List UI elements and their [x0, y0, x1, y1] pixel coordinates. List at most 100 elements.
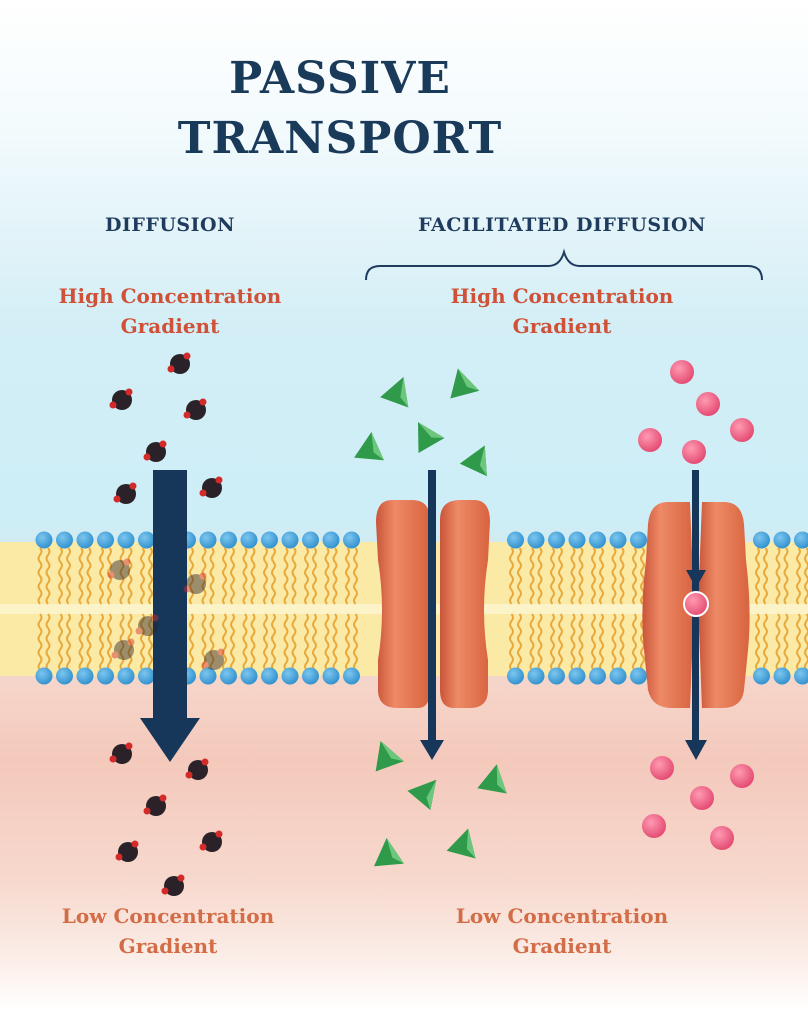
lipid-tail	[345, 547, 350, 605]
diffusion-low-line-2: Gradient	[118, 934, 218, 958]
lipid-head	[35, 667, 53, 685]
lipid-head	[240, 667, 258, 685]
lipid-tail	[775, 613, 781, 671]
lipid-tail	[517, 613, 522, 671]
lipid-tail	[324, 613, 330, 671]
lipid-tail	[558, 547, 563, 605]
lipid-tail	[775, 547, 781, 605]
lipid-tail	[783, 547, 789, 605]
lipid-head	[281, 667, 299, 685]
lipid-head	[589, 531, 606, 549]
lipid-tail	[619, 613, 625, 671]
diffusion-arrow-icon	[140, 470, 200, 762]
lipid-tail	[353, 547, 358, 605]
lipid-head	[138, 531, 155, 549]
lipid-tail	[119, 547, 125, 605]
lipid-tails	[37, 547, 808, 671]
lipid-tail	[353, 613, 358, 671]
lipid-tail	[558, 613, 563, 671]
lipid-tail	[209, 547, 215, 605]
green-triangle-icon	[418, 422, 445, 454]
lipid-tail	[127, 547, 133, 605]
lipid-tail	[324, 547, 330, 605]
facilitated-high-line-2: Gradient	[512, 314, 612, 338]
dark-molecule-icon	[199, 830, 223, 852]
channel-protein-right	[440, 500, 490, 708]
channel-arrow-icon	[420, 470, 444, 760]
lipid-tail	[140, 547, 145, 605]
lipid-tail	[119, 613, 125, 671]
lipid-tail	[78, 613, 84, 671]
lipid-head	[261, 531, 278, 549]
lipid-tail	[783, 613, 789, 671]
lipid-tail	[99, 613, 104, 671]
lipid-tail	[263, 547, 268, 605]
lipid-tail	[312, 547, 317, 605]
pink-sphere-icon	[710, 826, 734, 850]
lipid-tail	[632, 613, 637, 671]
lipid-tail	[550, 613, 555, 671]
lipid-head	[117, 531, 135, 549]
title-line-2: TRANSPORT	[177, 113, 503, 164]
lipid-head	[507, 667, 524, 685]
lipid-tail	[619, 547, 625, 605]
diffusion-low-line-1: Low Concentration	[61, 904, 275, 928]
lipid-tail	[796, 547, 801, 605]
lipid-head	[220, 531, 237, 549]
channel-protein	[376, 500, 490, 708]
lipid-tail	[591, 613, 596, 671]
lipid-tail	[640, 613, 645, 671]
lipid-head	[568, 531, 586, 549]
green-triangle-icon	[450, 368, 480, 399]
green-triangle-icon	[407, 779, 437, 811]
pink-sphere-icon	[650, 756, 674, 780]
lipid-tail	[529, 547, 535, 605]
lipid-head	[199, 531, 217, 549]
lipid-head	[56, 531, 73, 549]
lipid-head	[199, 667, 217, 685]
lipid-head	[261, 667, 278, 685]
lipid-head	[548, 531, 565, 549]
lipid-tail	[570, 613, 576, 671]
green-triangle-icon	[374, 838, 404, 867]
lipid-tail	[570, 547, 576, 605]
green-triangle-icon	[375, 740, 404, 772]
green-triangle-icon	[477, 764, 507, 794]
lipid-head	[322, 667, 340, 685]
lipid-tail	[763, 547, 768, 605]
lipid-tail	[242, 613, 248, 671]
pink-sphere-icon	[696, 392, 720, 416]
lipid-tail	[509, 547, 514, 605]
lipid-head	[322, 531, 340, 549]
facilitated-low-line-1: Low Concentration	[455, 904, 669, 928]
carrier-bound-molecule	[683, 591, 709, 617]
lipid-tail	[250, 547, 256, 605]
lipid-head	[507, 531, 524, 549]
lipid-head	[609, 531, 627, 549]
lipid-tail	[537, 547, 543, 605]
lipid-head	[568, 667, 586, 685]
lipid-tail	[222, 547, 227, 605]
lipid-tail	[37, 547, 43, 605]
dark-molecule-icon	[183, 398, 207, 420]
pink-sphere-icon	[670, 360, 694, 384]
lipid-tail	[45, 613, 51, 671]
dark-molecule-icon	[135, 614, 159, 636]
lipid-tail	[271, 613, 276, 671]
pink-sphere-icon	[730, 764, 754, 788]
carrier-protein-left	[642, 502, 694, 708]
dark-molecule-icon	[115, 840, 139, 862]
dark-molecule-icon	[113, 482, 137, 504]
lipid-head	[97, 667, 114, 685]
lipid-head	[302, 667, 319, 685]
diffusion-high-line-2: Gradient	[120, 314, 220, 338]
lipid-tail	[45, 547, 51, 605]
lipid-tail	[591, 547, 596, 605]
lipid-tail	[763, 613, 768, 671]
lipid-head	[76, 667, 94, 685]
title-line-1: PASSIVE	[229, 53, 451, 104]
lipid-tail	[209, 613, 215, 671]
lipid-head	[97, 531, 114, 549]
facilitated-high-line-1: High Concentration	[450, 284, 674, 308]
